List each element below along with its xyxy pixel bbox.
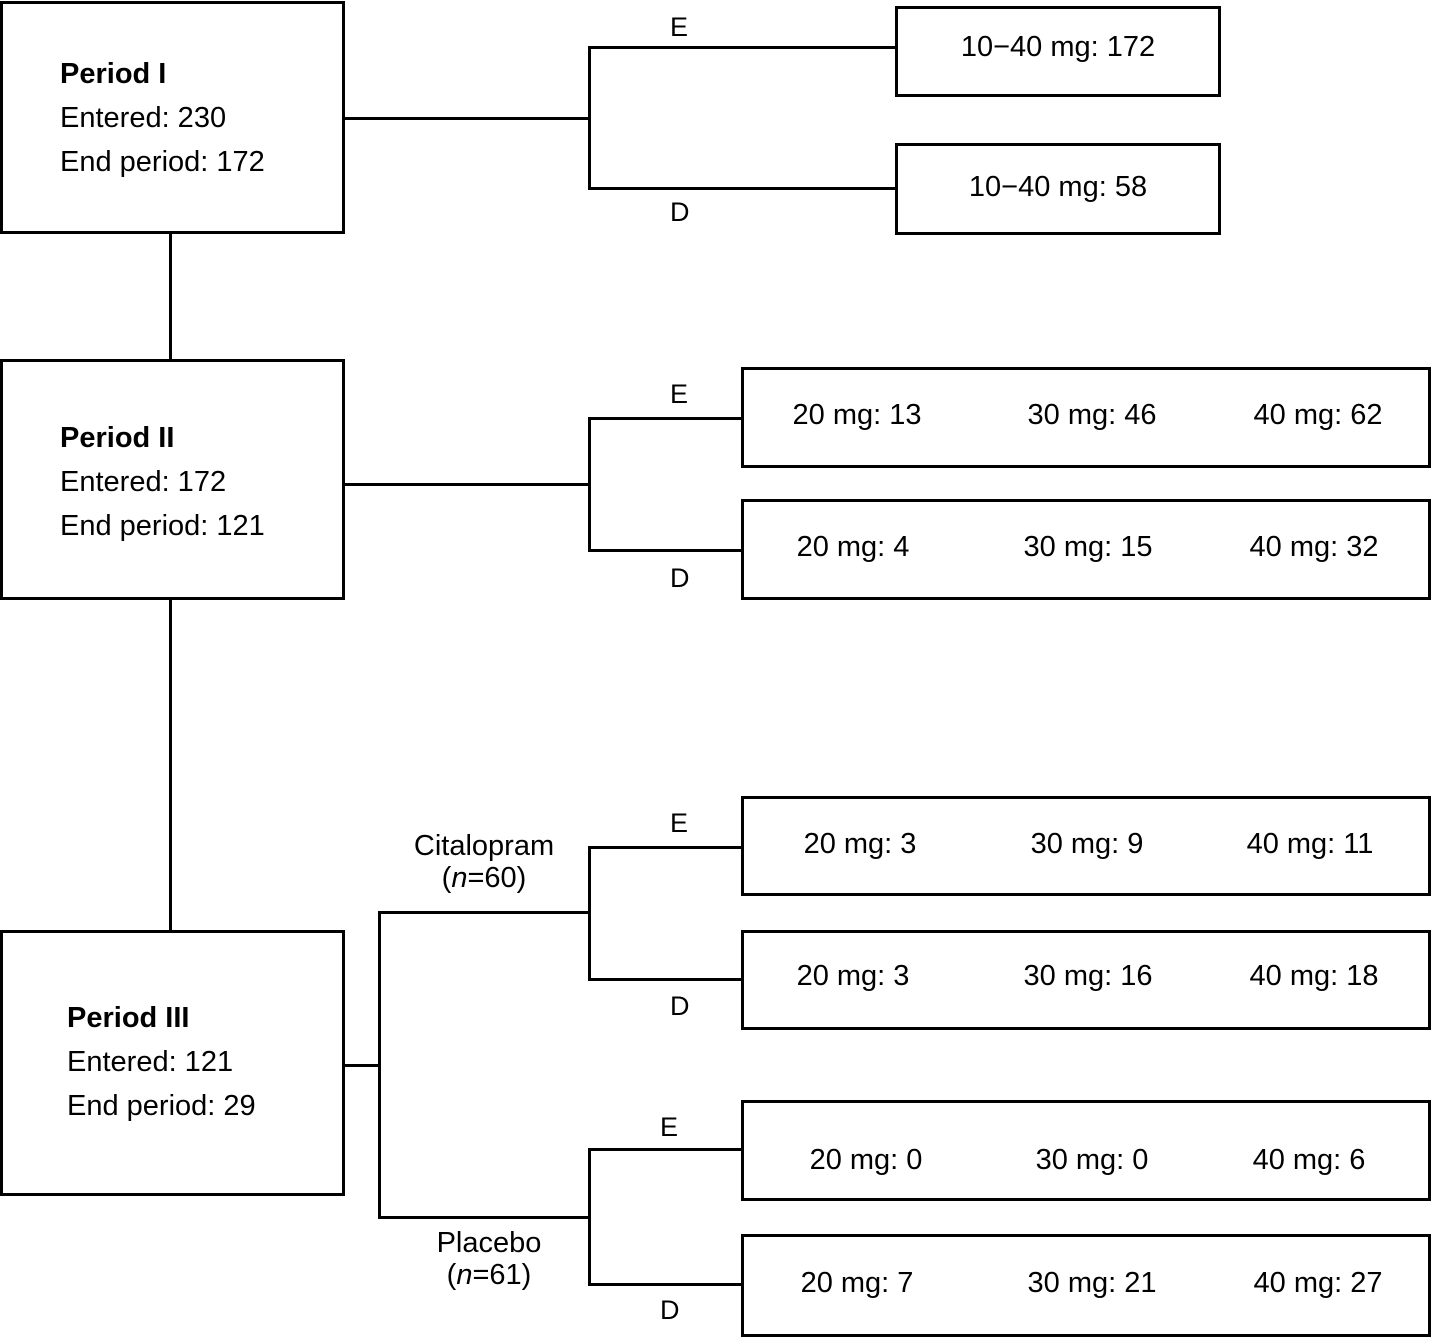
placebo-d-20mg: 20 mg: 7 bbox=[800, 1267, 914, 1299]
period-2-d-30mg: 30 mg: 15 bbox=[1023, 531, 1153, 563]
period-1-d-label: D bbox=[670, 197, 690, 227]
period-1-d-value: 10−40 mg: 58 bbox=[968, 171, 1148, 203]
placebo-d-30mg: 30 mg: 21 bbox=[1027, 1267, 1157, 1299]
citalopram-d-label: D bbox=[670, 991, 690, 1021]
citalopram-name: Citalopram bbox=[413, 830, 555, 862]
period-3-connector bbox=[344, 1064, 381, 1067]
period-2-e-box bbox=[741, 367, 1431, 468]
citalopram-d-40mg: 40 mg: 18 bbox=[1249, 960, 1379, 992]
citalopram-e-40mg: 40 mg: 11 bbox=[1246, 828, 1374, 860]
citalopram-n: (n=60) bbox=[441, 862, 527, 894]
period-2-e-label: E bbox=[670, 379, 689, 409]
placebo-n: (n=61) bbox=[446, 1259, 532, 1291]
period-2-to-3-connector bbox=[169, 599, 172, 932]
period-1-end: End period: 172 bbox=[60, 146, 265, 178]
placebo-e-box bbox=[741, 1100, 1431, 1201]
period-3-entered: Entered: 121 bbox=[67, 1046, 234, 1078]
period-3-title: Period III bbox=[67, 1002, 190, 1034]
placebo-d-box bbox=[741, 1234, 1431, 1337]
period-1-e-value: 10−40 mg: 172 bbox=[960, 31, 1156, 63]
period-1-branch-vertical bbox=[588, 46, 591, 190]
period-2-text: Period II Entered: 172 End period: 121 bbox=[60, 416, 265, 548]
period-1-text: Period I Entered: 230 End period: 172 bbox=[60, 52, 265, 184]
period-1-d-box bbox=[895, 143, 1221, 235]
period-2-e-30mg: 30 mg: 46 bbox=[1027, 399, 1157, 431]
period-1-entered: Entered: 230 bbox=[60, 102, 227, 134]
placebo-arm-label: Placebo (n=61) bbox=[437, 1227, 542, 1291]
period-2-connector bbox=[344, 483, 591, 486]
period-2-d-40mg: 40 mg: 32 bbox=[1249, 531, 1379, 563]
citalopram-e-20mg: 20 mg: 3 bbox=[803, 828, 917, 860]
period-1-connector bbox=[344, 117, 591, 120]
citalopram-arm-line bbox=[378, 911, 591, 914]
citalopram-branch-vertical bbox=[588, 846, 591, 981]
period-2-d-label: D bbox=[670, 563, 690, 593]
citalopram-d-20mg: 20 mg: 3 bbox=[796, 960, 910, 992]
period-3-arm-vertical bbox=[378, 911, 381, 1219]
period-1-branch-e-line bbox=[588, 46, 898, 49]
placebo-d-40mg: 40 mg: 27 bbox=[1253, 1267, 1383, 1299]
period-2-branch-e-line bbox=[588, 417, 744, 420]
period-1-e-label: E bbox=[670, 12, 689, 42]
period-2-box bbox=[0, 359, 345, 600]
citalopram-e-box bbox=[741, 796, 1431, 896]
period-1-box bbox=[0, 1, 345, 234]
citalopram-e-30mg: 30 mg: 9 bbox=[1030, 828, 1144, 860]
placebo-arm-line bbox=[378, 1216, 591, 1219]
period-1-e-box bbox=[895, 6, 1221, 97]
period-2-entered: Entered: 172 bbox=[60, 466, 227, 498]
period-3-end: End period: 29 bbox=[67, 1090, 256, 1122]
placebo-e-40mg: 40 mg: 6 bbox=[1252, 1144, 1366, 1176]
period-2-end: End period: 121 bbox=[60, 510, 265, 542]
period-2-title: Period II bbox=[60, 422, 175, 454]
citalopram-arm-label: Citalopram (n=60) bbox=[414, 830, 554, 894]
period-2-branch-vertical bbox=[588, 417, 591, 552]
period-2-branch-d-line bbox=[588, 549, 744, 552]
placebo-d-label: D bbox=[660, 1295, 680, 1325]
placebo-branch-e-line bbox=[588, 1148, 744, 1151]
placebo-name: Placebo bbox=[436, 1227, 542, 1259]
period-1-title: Period I bbox=[60, 58, 167, 90]
citalopram-branch-d-line bbox=[588, 978, 744, 981]
placebo-branch-vertical bbox=[588, 1148, 591, 1286]
citalopram-branch-e-line bbox=[588, 846, 744, 849]
citalopram-d-30mg: 30 mg: 16 bbox=[1023, 960, 1153, 992]
citalopram-d-box bbox=[741, 930, 1431, 1030]
period-3-box bbox=[0, 930, 345, 1196]
period-2-e-40mg: 40 mg: 62 bbox=[1253, 399, 1383, 431]
period-3-text: Period III Entered: 121 End period: 29 bbox=[67, 996, 256, 1128]
placebo-e-30mg: 30 mg: 0 bbox=[1035, 1144, 1149, 1176]
period-2-e-20mg: 20 mg: 13 bbox=[792, 399, 922, 431]
period-1-branch-d-line bbox=[588, 187, 898, 190]
period-2-d-box bbox=[741, 499, 1431, 600]
placebo-e-20mg: 20 mg: 0 bbox=[809, 1144, 923, 1176]
placebo-e-label: E bbox=[660, 1112, 679, 1142]
citalopram-e-label: E bbox=[670, 808, 689, 838]
period-1-to-2-connector bbox=[169, 233, 172, 361]
placebo-branch-d-line bbox=[588, 1283, 744, 1286]
period-2-d-20mg: 20 mg: 4 bbox=[796, 531, 910, 563]
